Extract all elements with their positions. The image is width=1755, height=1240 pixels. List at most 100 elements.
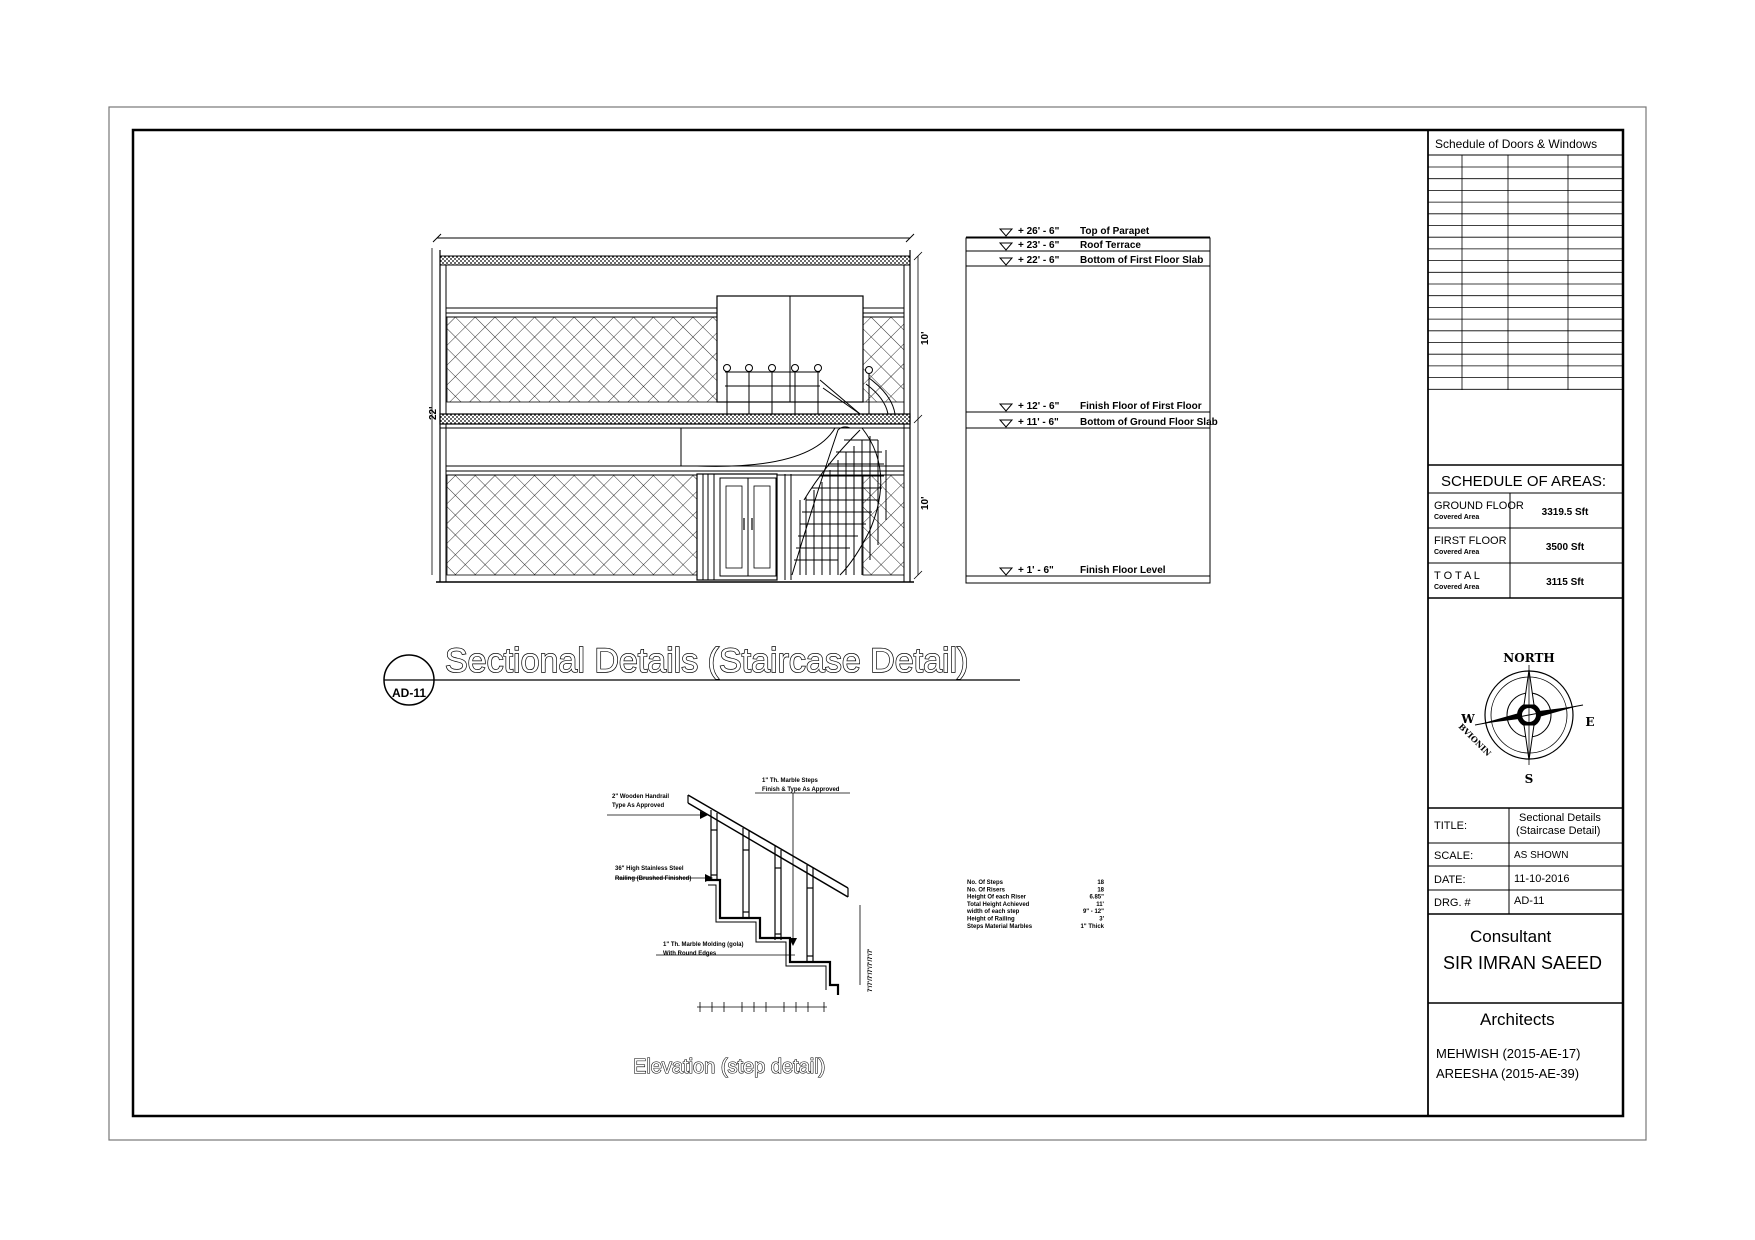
elevation-notes: 2" Wooden Handrail Type As Approved 1" T… (612, 778, 874, 992)
level-label: Bottom of First Floor Slab (1080, 255, 1203, 266)
title-value-2: (Staircase Detail) (1516, 825, 1600, 837)
outer-border (108, 106, 1647, 1141)
date-value: 11-10-2016 (1514, 873, 1569, 885)
stair-data-value: 3' (1099, 917, 1104, 923)
title-block: Schedule of Doors & Windows SCHEDULE OF … (1427, 129, 1624, 1117)
level-value: + 26' - 6" (1018, 226, 1060, 237)
area-value: 3115 Sft (1546, 577, 1584, 588)
spiral-staircase (696, 426, 887, 576)
stair-data-value: 11' (1096, 902, 1104, 908)
level-value: + 1' - 6" (1018, 565, 1054, 576)
stair-data-label: width of each step (966, 909, 1020, 915)
note-molding-2: With Round Edges (663, 951, 717, 957)
note-railing-1: 36" High Stainless Steel (615, 866, 684, 872)
title-value-1: Sectional Details (1519, 812, 1601, 824)
lower-wall-hatch-right (862, 474, 905, 576)
stair-data-label: No. Of Steps (967, 880, 1004, 886)
stair-data-label: Height of Railing (967, 917, 1015, 923)
leader-arrow (705, 874, 713, 882)
first-floor-slab (439, 413, 911, 425)
lower-wall-hatch-left (446, 474, 698, 576)
section-drawing: 10' 10' 22' (428, 233, 931, 583)
area-sub: Covered Area (1434, 549, 1479, 556)
dimension-upper: 10' (920, 331, 931, 345)
stair-data-label: Height Of each Riser (967, 895, 1027, 901)
note-molding-1: 1" Th. Marble Molding (gola) (663, 942, 744, 948)
title-label: TITLE: (1434, 820, 1467, 832)
roof-slab (439, 255, 911, 266)
note-handrail-2: Type As Approved (612, 803, 664, 809)
architects-label: Architects (1480, 1010, 1555, 1029)
level-marker: + 26' - 6" Top of Parapet (966, 226, 1210, 238)
inner-border (131, 128, 1625, 1118)
area-value: 3319.5 Sft (1542, 507, 1589, 518)
scale-label: SCALE: (1434, 850, 1473, 862)
architect-1: MEHWISH (2015-AE-17) (1436, 1046, 1580, 1061)
step-elevation-drawing (607, 792, 861, 1012)
dimension-lower: 10' (920, 496, 931, 510)
stair-data-value: 6.85" (1089, 895, 1104, 901)
stair-data-value: 18 (1097, 880, 1104, 886)
stair-data-label: Total Height Achieved (967, 902, 1030, 908)
consultant-name: SIR IMRAN SAEED (1443, 953, 1602, 973)
area-name: GROUND FLOOR (1434, 500, 1524, 512)
stair-data-value: 9" - 12" (1083, 909, 1104, 915)
compass-west: W (1460, 712, 1475, 726)
level-marker: + 12' - 6" Finish Floor of First Floor (966, 401, 1210, 413)
level-label: Finish Floor of First Floor (1080, 401, 1202, 412)
upper-wall-hatch-right (862, 316, 905, 403)
drg-label: DRG. # (1434, 897, 1472, 909)
elevation-title: Elevation (step detail) (633, 1056, 825, 1078)
schedule-areas-title: SCHEDULE OF AREAS: (1441, 473, 1606, 490)
schedule-doors-title: Schedule of Doors & Windows (1435, 137, 1597, 151)
doors-windows-grid (1428, 155, 1623, 390)
compass-east: E (1585, 715, 1594, 729)
note-steps-1: 1" Th. Marble Steps (762, 778, 819, 784)
level-markers: + 26' - 6" Top of Parapet + 23' - 6" Roof T… (965, 226, 1218, 584)
note-railing-2: Railing (Brushed Finished) (615, 876, 691, 882)
level-marker: + 1' - 6" Finish Floor Level (966, 565, 1210, 577)
area-value: 3500 Sft (1546, 542, 1585, 553)
area-sub: Covered Area (1434, 584, 1479, 591)
level-label: Top of Parapet (1080, 226, 1150, 237)
level-value: + 11' - 6" (1018, 417, 1059, 428)
dimension-total: 22' (428, 406, 439, 420)
detail-tag: AD-11 (392, 686, 426, 700)
compass-south: S (1525, 772, 1534, 786)
area-name: FIRST FLOOR (1434, 535, 1507, 547)
leader-arrow (700, 811, 708, 819)
stair-data-label: Steps Material Marbles (967, 924, 1033, 930)
scale-value: AS SHOWN (1514, 850, 1568, 861)
level-value: + 22' - 6" (1018, 255, 1060, 266)
level-marker: + 22' - 6" Bottom of First Floor Slab (966, 255, 1210, 267)
areas-table: GROUND FLOOR Covered Area 3319.5 SftFIRST … (1428, 493, 1623, 599)
compass-north: NORTH (1503, 651, 1554, 665)
consultant-label: Consultant (1470, 927, 1552, 946)
area-name: T O T A L (1434, 570, 1480, 582)
upper-wall-hatch-left (446, 316, 718, 403)
leader-arrow (789, 938, 797, 946)
balcony-railing (723, 364, 896, 415)
level-marker: + 23' - 6" Roof Terrace (966, 240, 1210, 252)
compass: NORTH S E W BVIONIN (1457, 651, 1595, 786)
area-sub: Covered Area (1434, 514, 1479, 521)
level-value: + 23' - 6" (1018, 240, 1060, 251)
section-title: Sectional Details (Staircase Detail) (445, 642, 968, 680)
stair-data-value: 18 (1097, 887, 1104, 893)
section-title-block: AD-11 Sectional Details (Staircase Detai… (383, 641, 1020, 706)
vertical-step-dims: 7'/7'/7'/7'/7'/7'/7' (868, 948, 874, 992)
level-value: + 12' - 6" (1018, 401, 1060, 412)
level-label: Roof Terrace (1080, 240, 1141, 251)
note-handrail-1: 2" Wooden Handrail (612, 794, 669, 800)
drg-value: AD-11 (1514, 895, 1544, 907)
stair-data-label: No. Of Risers (967, 887, 1006, 893)
stair-data-value: 1" Thick (1080, 924, 1104, 930)
note-steps-2: Finish & Type As Approved (762, 787, 840, 793)
level-label: Finish Floor Level (1080, 565, 1166, 576)
architect-2: AREESHA (2015-AE-39) (1436, 1066, 1579, 1081)
level-marker: + 11' - 6" Bottom of Ground Floor Slab (966, 417, 1218, 429)
level-label: Bottom of Ground Floor Slab (1080, 417, 1218, 428)
date-label: DATE: (1434, 874, 1466, 886)
